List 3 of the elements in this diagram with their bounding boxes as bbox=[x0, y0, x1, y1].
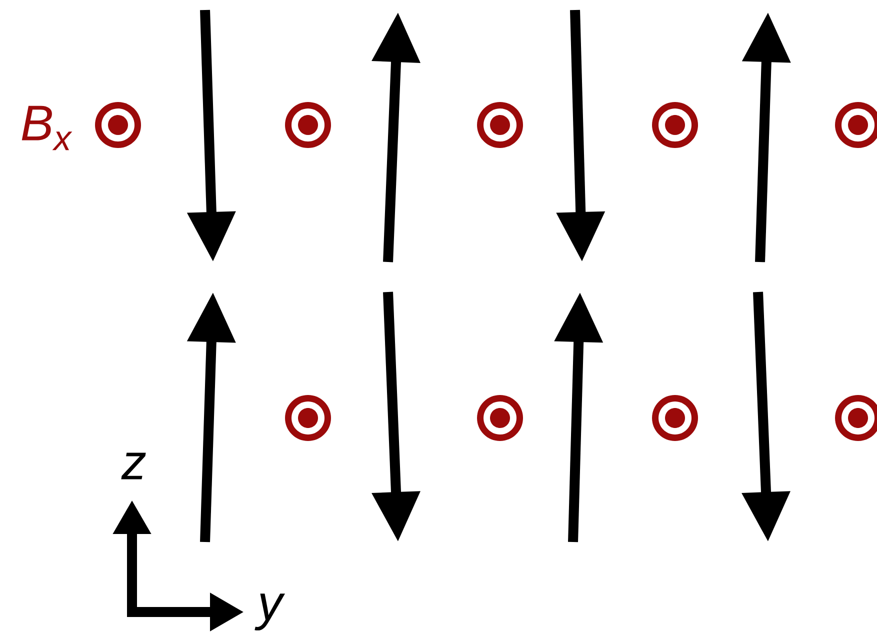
axis-label: z bbox=[121, 452, 146, 480]
field-label: B$_{x}$ bbox=[22, 106, 72, 150]
axis-label: y bbox=[254, 594, 286, 630]
